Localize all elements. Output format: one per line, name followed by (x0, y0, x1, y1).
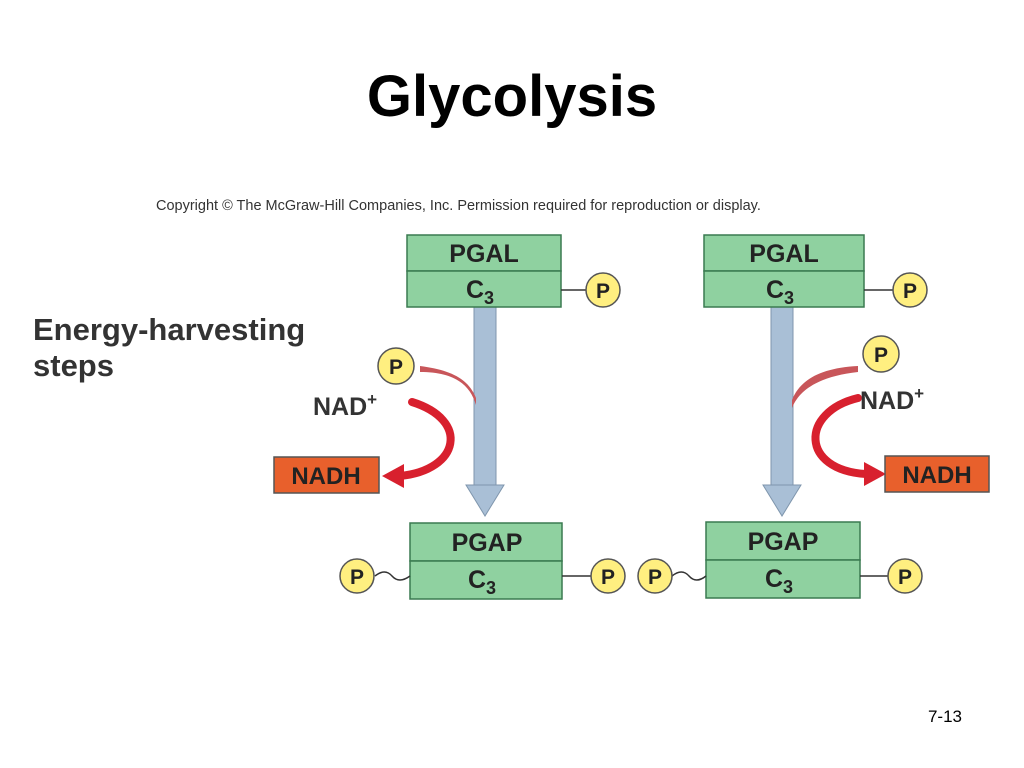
right-pgal-phosphate: P (892, 272, 928, 308)
right-pgal-label: PGAL (749, 240, 818, 268)
left-pgap-label: PGAP (452, 529, 523, 557)
svg-text:P: P (350, 566, 364, 589)
page-number: 7-13 (927, 707, 962, 726)
left-down-arrow (465, 306, 505, 517)
left-pgap-phosphate-left: P (339, 558, 375, 594)
right-nadh-box: NADH (884, 455, 990, 493)
left-pgap-box: PGAP C3 (409, 522, 563, 600)
svg-text:P: P (389, 356, 403, 379)
left-incoming-phosphate: P (377, 347, 415, 385)
left-nad-arrow (396, 398, 455, 480)
label-line-1: Energy-harvesting (33, 312, 306, 347)
right-pgap-label: PGAP (748, 528, 819, 556)
slide-title: Glycolysis (366, 64, 658, 129)
left-pgal-label: PGAL (449, 240, 518, 268)
right-pgap-phosphate-left: P (637, 558, 673, 594)
right-nad-arrowhead (864, 462, 886, 486)
right-pgal-box: PGAL C3 (703, 234, 865, 308)
svg-text:NADH: NADH (291, 463, 360, 490)
left-pgap-phosphate-right: P (590, 558, 626, 594)
svg-text:P: P (874, 344, 888, 367)
right-nad-label: NAD+ (860, 384, 924, 415)
left-pgal-c-label: C3 (466, 276, 494, 308)
left-pathway: PGAL C3 P P NAD+ NADH PGAP (273, 234, 626, 600)
svg-text:P: P (648, 566, 662, 589)
left-nadh-box: NADH (273, 456, 380, 494)
copyright-notice: Copyright © The McGraw-Hill Companies, I… (156, 198, 761, 214)
right-pgal-c-label: C3 (766, 276, 794, 308)
label-line-2: steps (33, 348, 114, 383)
svg-text:P: P (596, 280, 610, 303)
svg-text:NADH: NADH (902, 462, 971, 489)
right-pgap-c-label: C3 (765, 565, 793, 597)
right-phosphate-curve (792, 366, 858, 408)
svg-text:P: P (898, 566, 912, 589)
right-pgap-phosphate-right: P (887, 558, 923, 594)
left-nad-arrowhead (382, 464, 404, 488)
energy-harvesting-label: Energy-harvesting steps (33, 312, 305, 384)
left-pgap-c-label: C3 (468, 566, 496, 598)
left-phosphate-curve (420, 366, 476, 405)
right-down-arrow (762, 306, 802, 517)
svg-text:P: P (903, 280, 917, 303)
right-nad-arrow (811, 394, 870, 478)
svg-text:P: P (601, 566, 615, 589)
right-pgap-box: PGAP C3 (705, 521, 861, 599)
left-pgal-box: PGAL C3 (406, 234, 562, 308)
left-pgal-phosphate: P (585, 272, 621, 308)
right-incoming-phosphate: P (862, 335, 900, 373)
right-pathway: PGAL C3 P P NAD+ NADH PGAP C3 (637, 234, 990, 599)
left-nad-label: NAD+ (313, 390, 377, 421)
